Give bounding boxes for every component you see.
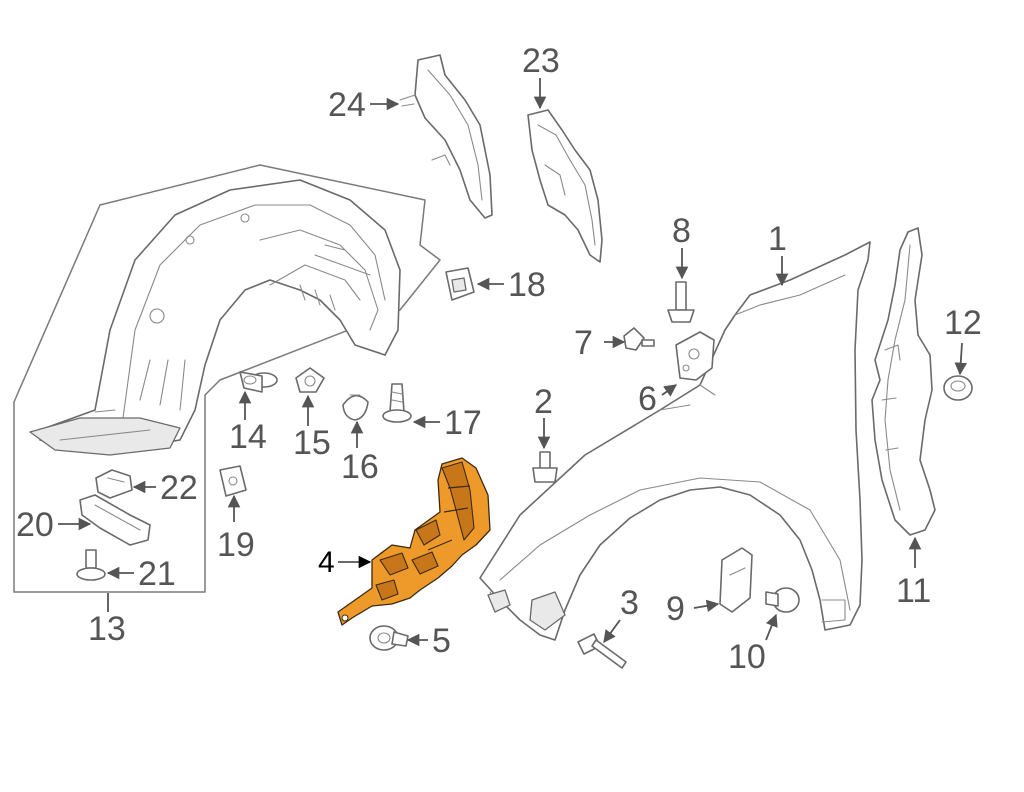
- clip-19-part: [219, 465, 247, 497]
- callout-16: 16: [341, 448, 379, 486]
- grommet-12-part: [943, 375, 973, 401]
- bolt-2-part: [532, 451, 558, 483]
- callout-24: 24: [328, 86, 366, 124]
- callout-8: 8: [672, 212, 691, 250]
- clip-18-part: [445, 267, 475, 301]
- callout-12: 12: [944, 304, 982, 342]
- fender-liner-part: [29, 179, 401, 456]
- callout-22: 22: [160, 469, 198, 507]
- splash-shield-upper-part: [399, 54, 493, 219]
- callout-23: 23: [522, 42, 560, 80]
- callout-13: 13: [88, 610, 126, 648]
- callout-10: 10: [728, 638, 766, 676]
- fastener-14-part: [239, 371, 278, 393]
- fender-strip-11-part: [871, 227, 936, 536]
- fastener-17-part: [382, 383, 412, 423]
- callout-17: 17: [444, 404, 482, 442]
- callout-labels: 1 2 3 4 5 6 7 8 9 10 11 12 13 14 15 16 1…: [16, 42, 982, 676]
- fastener-15-part: [295, 367, 325, 393]
- bracket-9-part: [719, 547, 753, 613]
- screw-21-part: [76, 549, 106, 581]
- callout-21: 21: [138, 555, 176, 593]
- callout-7: 7: [574, 324, 593, 362]
- callout-20: 20: [16, 506, 54, 544]
- fender-liner-group-outline: [13, 164, 441, 593]
- callout-6: 6: [638, 380, 657, 418]
- clip-3-part: [577, 633, 627, 669]
- callout-4: 4: [318, 546, 335, 579]
- bolt-8-part: [667, 281, 695, 323]
- callout-1: 1: [768, 220, 787, 258]
- clip-7-part: [623, 327, 655, 351]
- clip-22-part: [95, 469, 133, 499]
- callout-14: 14: [229, 418, 267, 456]
- callout-leaders: [58, 78, 968, 647]
- callout-15: 15: [293, 424, 331, 462]
- callout-18: 18: [508, 266, 546, 304]
- callout-19: 19: [217, 526, 255, 564]
- fastener-16-part: [342, 394, 369, 421]
- bolt-5-part: [369, 625, 409, 651]
- callout-2: 2: [534, 383, 553, 421]
- nut-10-part: [765, 587, 800, 613]
- bracket-20-part: [79, 494, 151, 546]
- callout-5: 5: [432, 622, 451, 660]
- bracket-6-part: [675, 331, 715, 381]
- fender-seal-part: [527, 109, 603, 263]
- callout-9: 9: [666, 590, 685, 628]
- callout-11: 11: [896, 572, 931, 610]
- callout-3: 3: [620, 584, 639, 622]
- bracket-4-highlighted-part: [337, 457, 491, 626]
- fender-part: [479, 241, 871, 641]
